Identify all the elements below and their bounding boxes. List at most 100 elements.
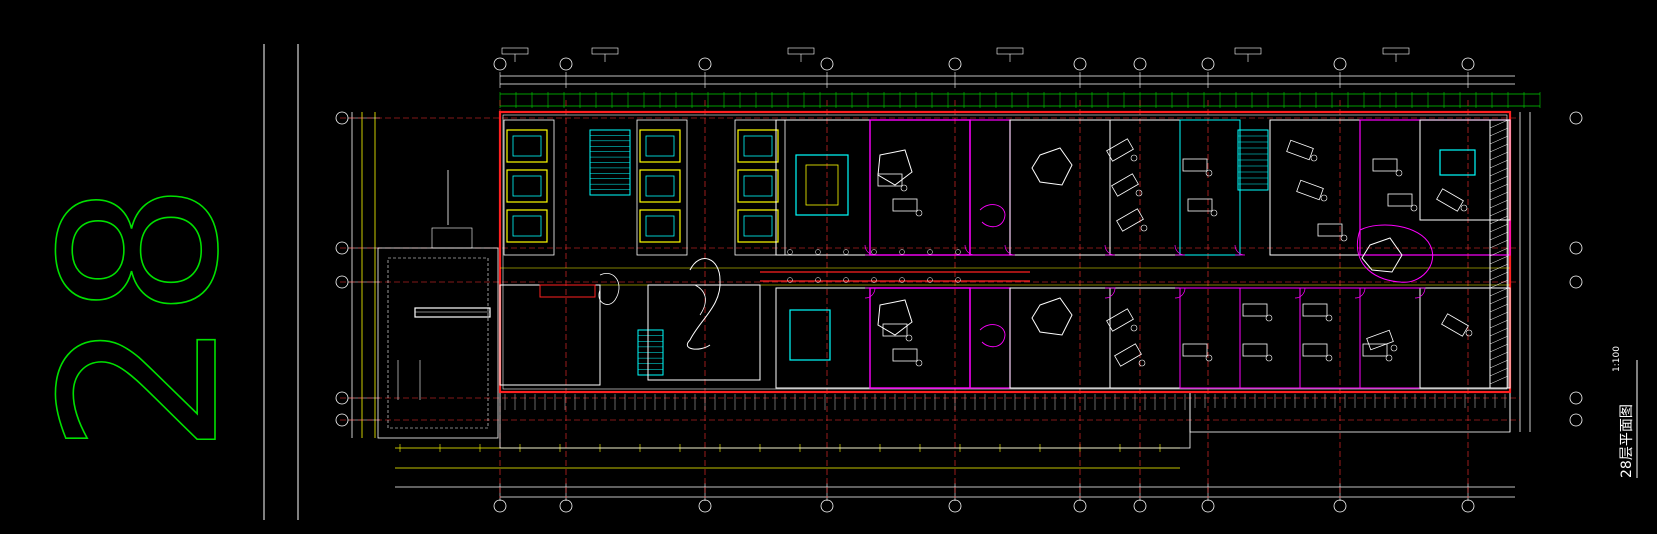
desk — [882, 323, 908, 337]
desk — [1106, 308, 1134, 332]
desk — [1317, 223, 1343, 237]
hatch-line — [1489, 247, 1509, 257]
door-swing — [864, 287, 876, 299]
grid-bubble-top — [1461, 57, 1475, 71]
hatch-line — [1489, 159, 1509, 169]
chair — [915, 359, 923, 367]
desk — [877, 173, 903, 187]
hatch-line — [1489, 175, 1509, 185]
grid-bubble-top — [493, 57, 507, 71]
hatch-line — [1489, 287, 1509, 297]
elevator-cab — [743, 215, 773, 237]
stair-cores — [589, 129, 1269, 376]
hatch-line — [1489, 239, 1509, 249]
desk — [1387, 193, 1413, 207]
chair — [843, 277, 849, 283]
south-office-partitions — [499, 284, 1511, 389]
elevator-car — [737, 169, 779, 203]
elevator-bank — [503, 119, 555, 256]
hatch-line — [1489, 255, 1509, 265]
hatch-line — [1489, 375, 1509, 385]
chair — [899, 249, 905, 255]
desk — [1111, 173, 1139, 197]
grid-bubble-top — [1201, 57, 1215, 71]
elevator-car — [737, 129, 779, 163]
grid-bubble-bottom — [1461, 499, 1475, 513]
hatch-line — [1489, 351, 1509, 361]
elevator-bank — [636, 119, 688, 256]
chair — [915, 209, 923, 217]
meeting-tables — [877, 147, 1476, 336]
chair — [1130, 324, 1138, 332]
door-swing — [1234, 244, 1246, 256]
hatch-line — [1489, 367, 1509, 377]
hatch-line — [1489, 311, 1509, 321]
chair — [1320, 194, 1328, 202]
grid-bubble-bottom — [948, 499, 962, 513]
top-dimension-ticks — [499, 72, 1541, 108]
chair — [1395, 169, 1403, 177]
grid-bubble-bottom — [1201, 499, 1215, 513]
desk — [1296, 179, 1324, 201]
chair — [1205, 169, 1213, 177]
chair — [1340, 234, 1348, 242]
desk — [1366, 329, 1394, 351]
left-annex — [377, 227, 499, 439]
desk — [1182, 158, 1208, 172]
sheet-number: 28 — [14, 181, 267, 456]
grid-bubble-right — [1569, 275, 1583, 289]
hatch-line — [1489, 263, 1509, 273]
chair — [900, 184, 908, 192]
grid-bubble-top — [1073, 57, 1087, 71]
grid-bubble-bottom — [1133, 499, 1147, 513]
chair — [927, 277, 933, 283]
elevator-cab — [743, 175, 773, 197]
grid-bubble-right — [1569, 391, 1583, 405]
elevator-car — [506, 169, 548, 203]
grid-bubble-top — [1333, 57, 1347, 71]
bottom-dimension-ticks — [399, 444, 1469, 501]
chair — [1140, 224, 1148, 232]
hatch-line — [1489, 167, 1509, 177]
desk — [1182, 343, 1208, 357]
hatch-line — [1489, 295, 1509, 305]
chair — [927, 249, 933, 255]
hatch-line — [1489, 327, 1509, 337]
hatch-line — [1489, 271, 1509, 281]
grid-bubble-bottom — [820, 499, 834, 513]
building-outline — [498, 110, 1512, 394]
desk — [1286, 139, 1314, 161]
door-swing — [1174, 244, 1186, 256]
section-tag — [1234, 47, 1262, 55]
grid-bubble-left — [335, 275, 349, 289]
elevator-car — [506, 129, 548, 163]
hatch-line — [1489, 343, 1509, 353]
hatch-line — [1489, 231, 1509, 241]
grid-bubble-right — [1569, 241, 1583, 255]
grid-bubble-bottom — [1333, 499, 1347, 513]
north-office-partitions — [775, 119, 1511, 256]
desk — [1302, 303, 1328, 317]
grid-bubble-top — [698, 57, 712, 71]
door-swing — [1104, 287, 1116, 299]
grid-bubble-bottom — [698, 499, 712, 513]
desk — [1302, 343, 1328, 357]
chair — [1135, 189, 1143, 197]
hatch-line — [1489, 319, 1509, 329]
grid-bubble-top — [948, 57, 962, 71]
chair — [1210, 209, 1218, 217]
door-swings — [864, 244, 1426, 299]
section-tag — [591, 47, 619, 55]
section-tag — [501, 47, 529, 55]
grid-bubbles — [335, 57, 1583, 513]
top-section-tags — [501, 47, 1410, 62]
elevator-bank — [734, 119, 786, 256]
elevator-cores — [503, 119, 786, 256]
hatch-line — [1489, 215, 1509, 225]
hatch-line — [1489, 199, 1509, 209]
desk — [1242, 343, 1268, 357]
structural-grid — [340, 100, 1520, 498]
drawing-scale: 1:100 — [1612, 346, 1622, 372]
